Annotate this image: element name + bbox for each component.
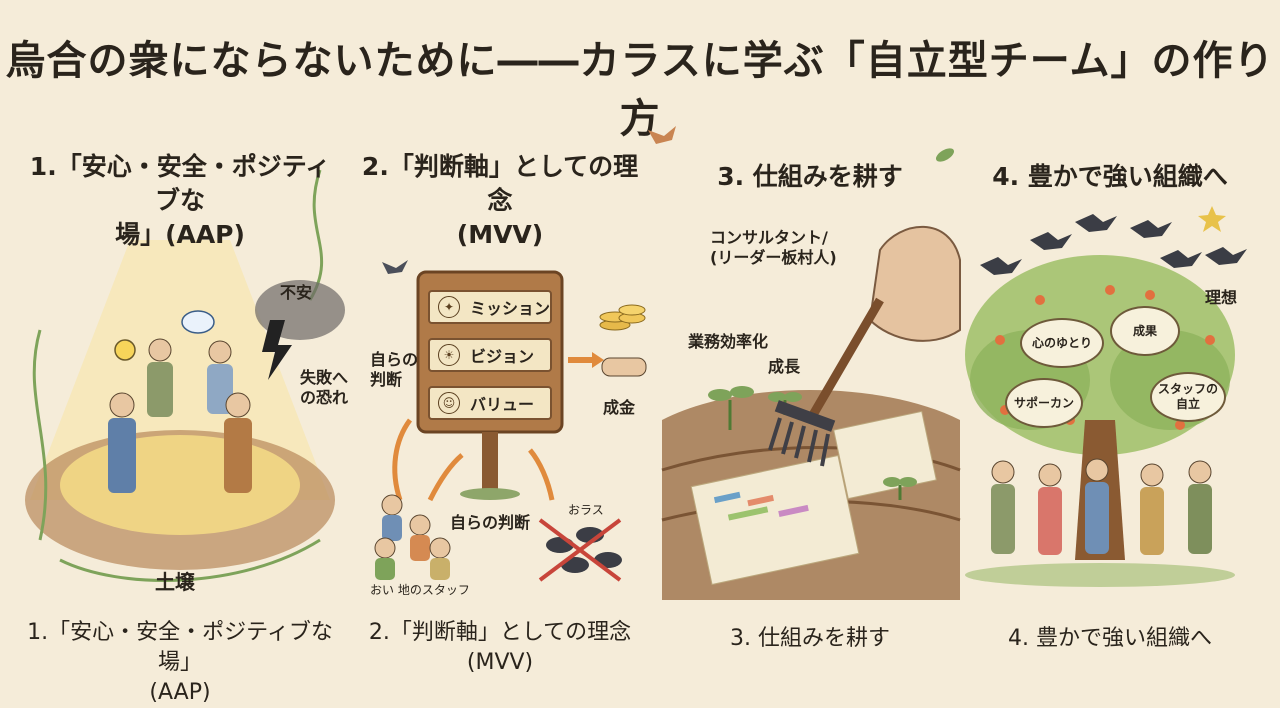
people-group [108, 338, 252, 493]
staff-independence-line1: スタッフの [1157, 382, 1218, 396]
coins-icon [599, 304, 646, 331]
speech-bubble-icon [181, 310, 215, 334]
staff-independence-line2: 自立 [1175, 397, 1200, 411]
panel-1-art [25, 169, 345, 582]
consultant-line2: (リーダー板村人) [710, 248, 837, 267]
staff-row [991, 458, 1212, 555]
panel-3-heading: 3. 仕組みを耕す [717, 162, 903, 191]
panel-4-heading: 4. 豊かで強い組織へ [992, 162, 1228, 191]
panel-1-heading-line2: 場」(AAP) [115, 220, 245, 249]
panel-3-art [661, 225, 961, 600]
result-label: 成金 [603, 398, 636, 417]
support-bubble: サポーカン [1005, 378, 1083, 428]
panel-3-caption: 3. 仕組みを耕す [730, 626, 890, 651]
staff-label: おい 地のスタッフ [370, 583, 470, 597]
crow-flock [980, 214, 1247, 275]
own-judgment-label: 自らの 判断 [370, 350, 418, 390]
fear-label: 失敗へ の恐れ [300, 368, 348, 408]
staff-independence-bubble: スタッフの 自立 [1150, 372, 1226, 422]
ideal-label: 理想 [1205, 288, 1238, 307]
handshake-icon [601, 357, 647, 377]
own-judgment-bottom-label: 自らの判断 [450, 513, 531, 532]
bird-icon [648, 126, 676, 144]
vision-sign: ☀ ビジョン [428, 338, 552, 372]
sunrise-icon: ☀ [438, 344, 460, 366]
apples [995, 285, 1215, 430]
crow-flock-crossed [538, 518, 622, 582]
growth-label: 成長 [768, 357, 801, 376]
arrow-left-up [392, 418, 413, 501]
mission-sign: ✦ ミッション [428, 290, 552, 324]
vine-left [32, 329, 48, 541]
signpost [482, 432, 498, 492]
anxiety-label: 不安 [280, 283, 313, 302]
glow-circle [60, 435, 300, 535]
panel-2-caption-line2: (MVV) [466, 650, 534, 675]
panel-1-caption-line1: 1.「安心・安全・ポジティブな場」 [27, 620, 333, 675]
results-bubble: 成果 [1110, 306, 1180, 356]
panel-2-heading-line1: 2.「判断軸」としての理念 [361, 152, 639, 215]
rake-handle [806, 297, 884, 423]
vine-bottom [59, 538, 321, 582]
spotlight-beam [30, 240, 330, 500]
panel-4-caption: 4. 豊かで強い組織へ [1008, 626, 1212, 651]
vision-label: ビジョン [470, 347, 535, 366]
own-judgment-line1: 自らの [370, 350, 419, 369]
consultant-label: コンサルタント/ (リーダー板村人) [710, 228, 837, 268]
rake-icon [768, 400, 836, 467]
panel-2-caption: 2.「判断軸」としての理念 (MVV) [350, 618, 650, 678]
panel-1-heading-line1: 1.「安心・安全・ポジティブな [29, 152, 331, 215]
peace-of-mind-bubble: 心のゆとり [1020, 318, 1104, 368]
fear-label-line1: 失敗へ [300, 368, 349, 387]
panel-1-caption: 1.「安心・安全・ポジティブな場」 (AAP) [20, 618, 340, 708]
value-label: バリュー [470, 395, 535, 414]
compass-icon: ✦ [438, 296, 460, 318]
crows-label: おラス [568, 503, 604, 517]
soil-label: 土壌 [155, 570, 195, 594]
hand [868, 225, 961, 342]
fear-label-line2: の恐れ [300, 388, 349, 407]
value-sign: ☺ バリュー [428, 386, 552, 420]
lightbulb-icon [114, 339, 136, 361]
seedlings [708, 386, 917, 500]
efficiency-label: 業務効率化 [688, 332, 769, 351]
leaf-decoration [935, 148, 955, 162]
star-icon [1198, 206, 1226, 232]
mission-label: ミッション [470, 299, 551, 318]
arrow-mid-up [427, 453, 464, 502]
people-icon: ☺ [438, 392, 460, 414]
panel-1-caption-line2: (AAP) [149, 680, 211, 705]
own-judgment-line2: 判断 [370, 370, 403, 389]
bird-icon [382, 260, 408, 274]
panel-2-heading-line2: (MVV) [456, 220, 544, 249]
lightning-icon [262, 320, 292, 380]
plan-sheets [690, 410, 937, 586]
panel-1-heading: 1.「安心・安全・ポジティブな 場」(AAP) [20, 150, 340, 252]
panel-2-heading: 2.「判断軸」としての理念 (MVV) [350, 150, 650, 252]
panel-2-caption-line1: 2.「判断軸」としての理念 [368, 620, 632, 645]
staff-group [374, 494, 451, 580]
arrow-right-up [528, 448, 555, 501]
page-title: 烏合の衆にならないために――カラスに学ぶ「自立型チーム」の作り方 [5, 38, 1275, 142]
consultant-line1: コンサルタント/ [710, 228, 828, 247]
